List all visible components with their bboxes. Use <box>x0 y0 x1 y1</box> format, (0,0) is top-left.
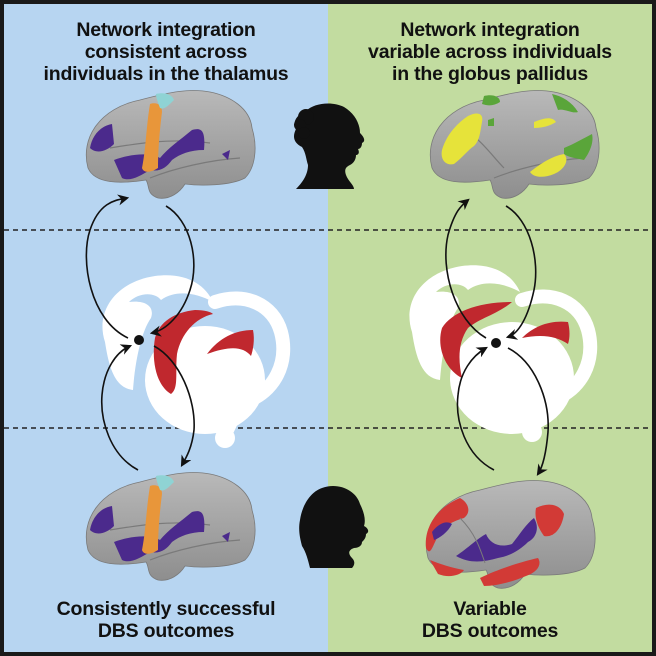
cyan-region <box>156 93 174 109</box>
brain-cortex-icon <box>425 480 596 589</box>
cyan-region <box>156 475 174 491</box>
title-line: consistent across <box>84 41 248 63</box>
title-line: individuals in the thalamus <box>43 63 289 85</box>
arrow-to-bottom-brain <box>153 345 195 467</box>
green-region <box>482 95 500 106</box>
left-bottom-title: Consistently successful DBS outcomes <box>4 598 328 642</box>
woman-profile-silhouette-icon <box>299 485 369 568</box>
purple-region <box>432 522 452 540</box>
stimulation-site-dot <box>491 338 501 348</box>
purple-region <box>456 518 537 562</box>
brain-cortex-icon <box>85 90 256 199</box>
yellow-region <box>441 113 483 165</box>
arrow-from-bottom-brain <box>456 346 495 471</box>
basal-ganglia-icon <box>102 275 291 448</box>
purple-region <box>222 532 230 542</box>
left-top-title: Network integration consistent across in… <box>4 19 328 85</box>
title-line: DBS outcomes <box>421 620 559 642</box>
arrow-from-top-brain <box>149 205 195 337</box>
purple-region <box>222 150 230 160</box>
woman-profile-silhouette-icon <box>294 103 365 189</box>
arrow-to-bottom-brain <box>507 347 549 476</box>
arrow-from-top-brain <box>505 205 537 340</box>
red-region <box>535 504 564 537</box>
title-line: DBS outcomes <box>97 620 235 642</box>
right-bottom-title: Variable DBS outcomes <box>328 598 652 642</box>
title-line: Network integration <box>400 19 580 41</box>
yellow-region <box>530 154 567 177</box>
connectivity-arrows-right <box>445 198 549 476</box>
purple-region <box>90 506 114 534</box>
title-line: in the globus pallidus <box>391 63 589 85</box>
brain-cortex-icon <box>429 90 600 199</box>
red-crescent <box>522 321 570 344</box>
green-region <box>488 118 494 126</box>
purple-region <box>90 124 114 152</box>
green-region <box>552 94 578 113</box>
red-region <box>480 558 540 586</box>
arrow-to-top-brain <box>85 194 130 339</box>
globus-pallidus-region <box>440 302 512 378</box>
thalamus-region <box>153 310 213 394</box>
basal-ganglia-icon <box>409 265 598 442</box>
yellow-region <box>534 118 556 128</box>
red-region <box>430 560 464 577</box>
arrow-to-top-brain <box>445 198 487 339</box>
brain-cortex-icon <box>85 472 256 581</box>
connectivity-arrows-left <box>85 194 195 471</box>
title-line: Consistently successful <box>56 598 276 620</box>
title-line: Network integration <box>76 19 256 41</box>
red-crescent <box>207 330 254 356</box>
title-line: Variable <box>453 598 527 620</box>
orange-region <box>142 103 162 172</box>
green-region <box>564 134 593 160</box>
right-top-title: Network integration variable across indi… <box>328 19 652 85</box>
purple-region <box>114 129 205 180</box>
title-line: variable across individuals <box>368 41 612 63</box>
orange-region <box>142 485 162 554</box>
purple-region <box>114 511 205 562</box>
stimulation-site-dot <box>134 335 144 345</box>
arrow-from-bottom-brain <box>100 344 139 471</box>
